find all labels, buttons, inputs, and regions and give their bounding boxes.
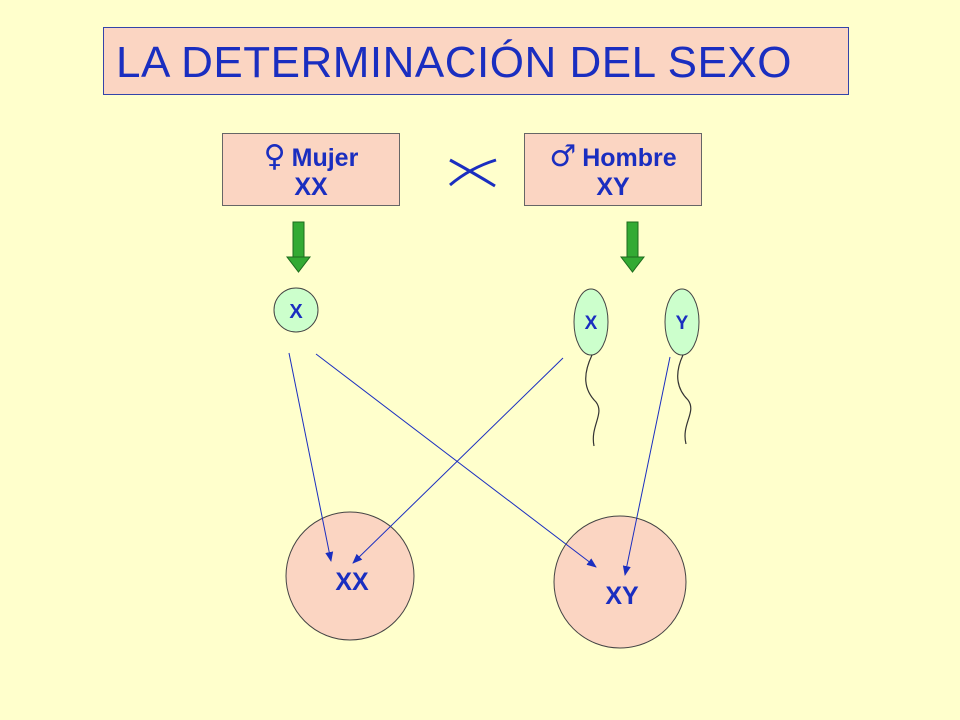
father-genotype: XY xyxy=(596,173,630,201)
father-label-line: ♂Hombre xyxy=(525,142,701,173)
green-arrow-father xyxy=(619,221,646,273)
offspring-male-label: XY xyxy=(605,582,639,610)
mother-label: Mujer xyxy=(291,144,359,172)
cross-icon xyxy=(449,158,497,188)
male-symbol-icon: ♂ xyxy=(549,139,577,174)
mother-genotype: XX xyxy=(294,173,328,201)
arrow-sperm-x-to-xx xyxy=(352,357,564,564)
page-title: LA DETERMINACIÓN DEL SEXO xyxy=(116,38,792,87)
arrow-egg-to-xy xyxy=(315,353,597,568)
green-arrow-mother xyxy=(285,221,312,273)
father-box: ♂Hombre XY xyxy=(524,133,702,206)
sperm-y-tail xyxy=(677,354,692,445)
arrow-sperm-y-to-xy xyxy=(622,356,671,576)
sperm-y-label: Y xyxy=(676,313,689,334)
arrow-egg-to-xx xyxy=(288,352,334,562)
sperm-x-tail xyxy=(585,354,600,447)
female-symbol-icon: ♀ xyxy=(263,139,286,174)
offspring-male: XY xyxy=(553,515,687,649)
sperm-x: X xyxy=(573,288,609,447)
mother-box: ♀Mujer XX xyxy=(222,133,400,206)
egg-label: X xyxy=(289,301,303,323)
title-box: LA DETERMINACIÓN DEL SEXO xyxy=(103,27,849,95)
sperm-x-label: X xyxy=(585,313,598,334)
offspring-female: XX xyxy=(285,511,415,641)
egg-cell: X xyxy=(273,287,319,333)
mother-label-line: ♀Mujer xyxy=(223,142,399,173)
sperm-y: Y xyxy=(664,288,700,445)
father-label: Hombre xyxy=(582,144,677,172)
offspring-female-label: XX xyxy=(335,568,369,596)
